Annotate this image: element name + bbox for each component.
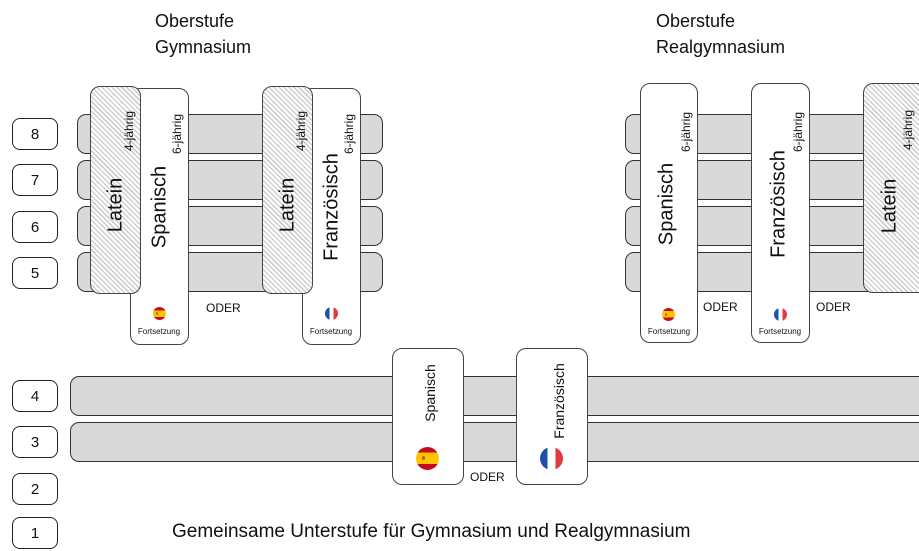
heading-gymnasium-line1: Oberstufe — [155, 11, 235, 31]
footer-caption: Gemeinsame Unterstufe für Gymnasium und … — [172, 521, 691, 542]
france-flag-icon — [325, 307, 338, 320]
grade-6-box: 6 — [12, 211, 58, 243]
or-label-realgymnasium-2: ODER — [816, 300, 851, 314]
subject-label: Französisch — [320, 153, 343, 261]
heading-gymnasium-line2: Gymnasium — [155, 37, 252, 57]
grade-3-box: 3 — [12, 426, 58, 458]
continuation-label: Fortsetzung — [647, 327, 691, 336]
grade-bar-3-unterstufe — [70, 422, 919, 462]
card-spanisch-6-jaehrig-realgymnasium: Spanisch 6-jährig Fortsetzung — [640, 83, 698, 343]
continuation-label: Fortsetzung — [137, 327, 181, 336]
france-flag-icon — [540, 447, 563, 470]
card-franzoesisch-unterstufe: Französisch — [516, 348, 588, 485]
card-spanisch-unterstufe: Spanisch — [392, 348, 464, 485]
subject-label: Französisch — [551, 363, 567, 439]
grade-8-box: 8 — [12, 118, 58, 150]
grade-4-box: 4 — [12, 380, 58, 412]
duration-label: 6-jährig — [679, 111, 693, 153]
subject-label: Latein — [276, 177, 299, 233]
duration-label: 4-jährig — [122, 110, 136, 152]
card-latein-4-jaehrig-realgymnasium: Latein 4-jährig — [863, 83, 919, 293]
grade-2-box: 2 — [12, 473, 58, 505]
subject-label: Latein — [104, 177, 127, 233]
card-latein-4-jaehrig-gymnasium: Latein 4-jährig — [90, 86, 141, 294]
duration-label: 6-jährig — [791, 111, 805, 153]
subject-label: Französisch — [767, 150, 790, 258]
duration-label: 4-jährig — [294, 110, 308, 152]
france-flag-icon — [774, 308, 787, 321]
or-label-unterstufe: ODER — [470, 470, 505, 484]
subject-label: Spanisch — [655, 162, 678, 246]
subject-label: Spanisch — [422, 364, 438, 422]
subject-label: Latein — [878, 178, 901, 234]
duration-label: 6-jährig — [170, 113, 184, 155]
heading-realgymnasium: Oberstufe Realgymnasium — [656, 8, 785, 60]
card-franzoesisch-6-jaehrig-realgymnasium: Französisch 6-jährig Fortsetzung — [751, 83, 810, 343]
subject-label: Spanisch — [148, 165, 171, 249]
heading-gymnasium: Oberstufe Gymnasium — [155, 8, 251, 60]
heading-realgymnasium-line1: Oberstufe — [656, 11, 736, 31]
card-latein-4-jaehrig-gymnasium-2: Latein 4-jährig — [262, 86, 313, 294]
continuation-label: Fortsetzung — [758, 327, 802, 336]
grade-bar-4-unterstufe — [70, 376, 919, 416]
spain-flag-icon — [153, 307, 166, 320]
spain-flag-icon — [416, 447, 439, 470]
continuation-label: Fortsetzung — [309, 327, 353, 336]
heading-realgymnasium-line2: Realgymnasium — [656, 37, 786, 57]
grade-5-box: 5 — [12, 257, 58, 289]
grade-1-box: 1 — [12, 517, 58, 549]
spain-flag-icon — [662, 308, 675, 321]
or-label-realgymnasium-1: ODER — [703, 300, 738, 314]
duration-label: 4-jährig — [901, 109, 915, 151]
duration-label: 6-jährig — [342, 113, 356, 155]
or-label-gymnasium: ODER — [206, 301, 241, 315]
grade-7-box: 7 — [12, 164, 58, 196]
